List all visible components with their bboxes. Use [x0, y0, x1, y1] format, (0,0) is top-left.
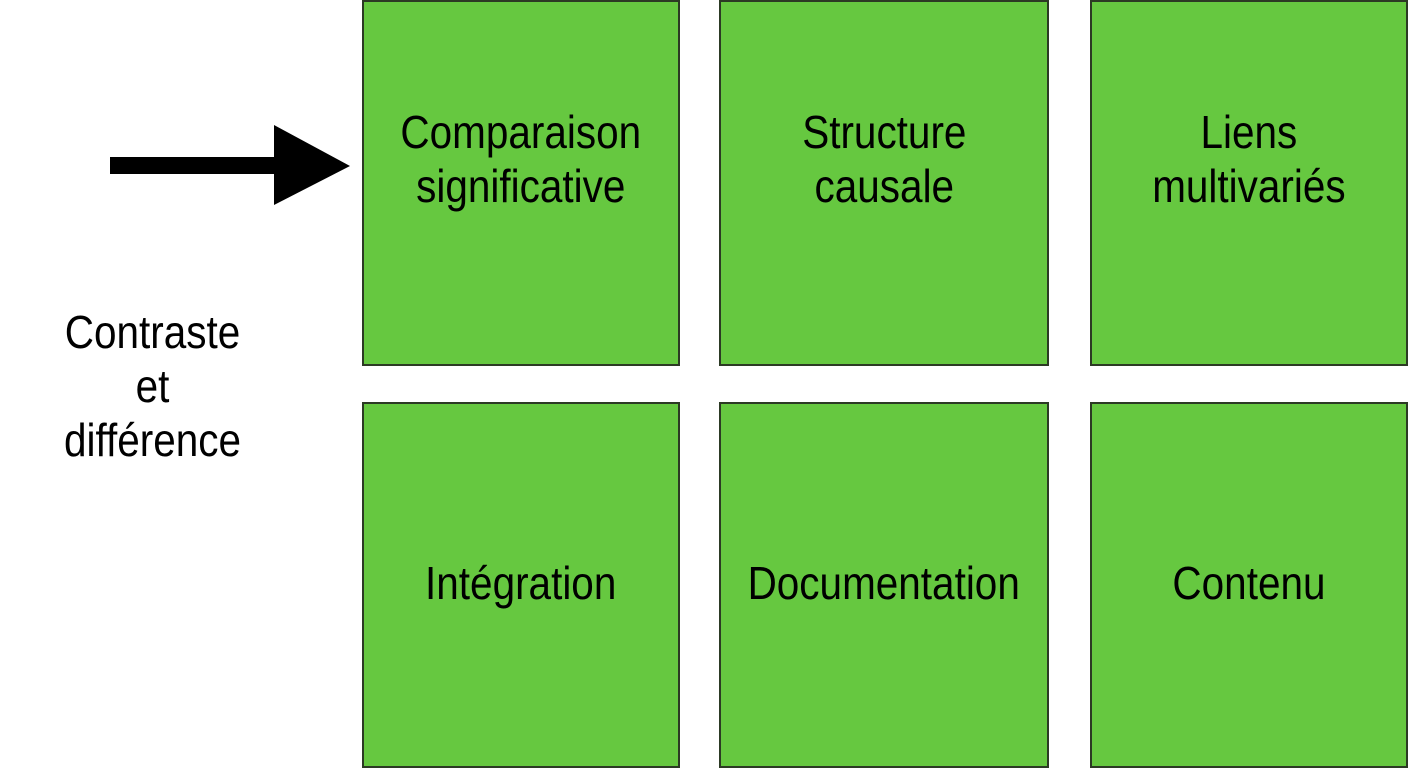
- box-documentation: Documentation: [719, 402, 1049, 768]
- side-label: Contraste et différence: [45, 305, 261, 467]
- box-comparaison-significative: Comparaison significative: [362, 0, 680, 366]
- side-label-line: différence: [63, 414, 242, 466]
- arrow-shaft: [110, 157, 280, 174]
- side-label-line: et: [135, 360, 170, 412]
- box-label-line: Documentation: [747, 557, 1021, 609]
- box-label-line: Contenu: [1172, 557, 1326, 609]
- box-label-line: causale: [814, 160, 954, 212]
- box-label-line: significative: [416, 160, 626, 212]
- box-label-line: multivariés: [1152, 160, 1346, 212]
- box-label-line: Structure: [801, 106, 967, 158]
- right-arrow-icon: [110, 125, 350, 205]
- box-label-line: Comparaison: [400, 106, 642, 158]
- box-label-line: Liens: [1200, 106, 1298, 158]
- box-structure-causale: Structure causale: [719, 0, 1049, 366]
- side-label-line: Contraste: [64, 306, 241, 358]
- box-liens-multivaries: Liens multivariés: [1090, 0, 1408, 366]
- box-contenu: Contenu: [1090, 402, 1408, 768]
- box-label-line: Intégration: [425, 557, 617, 609]
- arrow-head: [274, 125, 350, 205]
- box-integration: Intégration: [362, 402, 680, 768]
